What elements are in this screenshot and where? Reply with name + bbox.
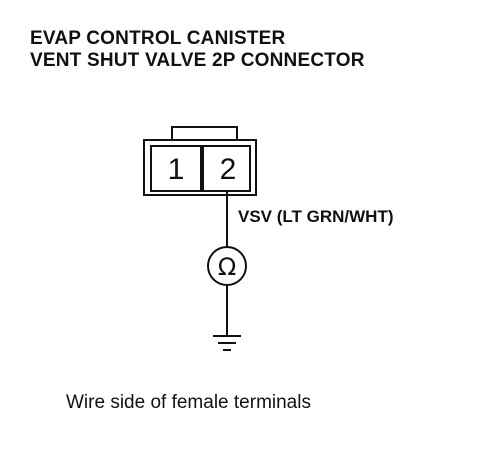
terminal-1-label: 1 [168, 153, 185, 186]
diagram-title: EVAP CONTROL CANISTER VENT SHUT VALVE 2P… [30, 28, 365, 72]
connector-2p [143, 126, 257, 196]
connector-lock-tab [171, 126, 238, 140]
ground-symbol-icon [213, 335, 241, 351]
diagram-caption: Wire side of female terminals [66, 392, 311, 413]
ohm-symbol: Ω [218, 253, 236, 281]
ohmmeter-icon: Ω [207, 246, 247, 286]
terminal-2-label: 2 [220, 153, 237, 186]
wire-label: VSV (LT GRN/WHT) [238, 207, 394, 226]
title-line-2: VENT SHUT VALVE 2P CONNECTOR [30, 50, 365, 71]
title-line-1: EVAP CONTROL CANISTER [30, 28, 286, 49]
connector-body [143, 139, 257, 196]
terminal-cavity-1 [150, 145, 202, 192]
